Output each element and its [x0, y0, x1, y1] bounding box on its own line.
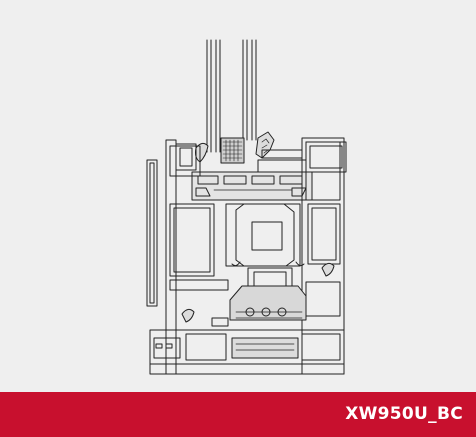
product-code-label: XW950U_BC — [345, 404, 463, 424]
window-profile-cross-section-drawing — [146, 39, 347, 375]
glazing-gaskets — [195, 131, 275, 163]
caption-bar: XW950U_BC — [0, 392, 476, 437]
threshold-hardware — [181, 285, 307, 327]
bottom-rail — [149, 329, 345, 375]
thermal-break — [191, 171, 313, 201]
drawing-area — [146, 39, 347, 375]
glass-spacer — [220, 137, 245, 164]
sash-center — [225, 203, 305, 295]
glass-panes — [206, 39, 257, 153]
